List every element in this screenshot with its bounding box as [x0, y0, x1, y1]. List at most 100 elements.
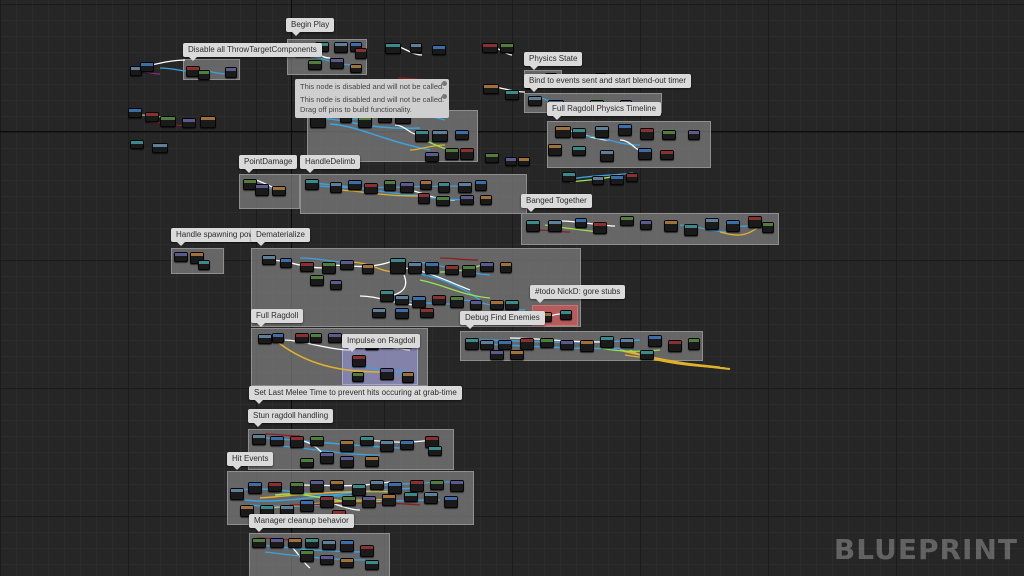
blueprint-node[interactable] [505, 300, 519, 310]
blueprint-node[interactable] [290, 436, 304, 448]
blueprint-node[interactable] [400, 440, 414, 450]
blueprint-node[interactable] [688, 338, 700, 350]
blueprint-node[interactable] [310, 480, 324, 492]
blueprint-node[interactable] [395, 295, 409, 305]
blueprint-node[interactable] [248, 482, 262, 494]
blueprint-node[interactable] [705, 218, 719, 230]
blueprint-node[interactable] [626, 173, 638, 182]
comment-title-manager-cleanup[interactable]: Manager cleanup behavior [249, 514, 354, 532]
blueprint-node[interactable] [548, 144, 562, 156]
blueprint-node[interactable] [408, 262, 422, 274]
blueprint-node[interactable] [290, 482, 304, 494]
blueprint-node[interactable] [480, 262, 494, 272]
blueprint-node[interactable] [198, 70, 210, 80]
blueprint-node[interactable] [520, 338, 534, 350]
blueprint-node[interactable] [762, 222, 774, 233]
blueprint-node[interactable] [330, 182, 342, 193]
blueprint-node[interactable] [352, 372, 364, 382]
blueprint-node[interactable] [300, 500, 314, 512]
comment-title-melee-time[interactable]: Set Last Melee Time to prevent hits occu… [249, 386, 462, 404]
blueprint-node[interactable] [340, 440, 354, 452]
blueprint-node[interactable] [490, 300, 504, 310]
comment-title-disable-throw[interactable]: Disable all ThrowTargetComponents [183, 43, 322, 61]
blueprint-node[interactable] [334, 42, 348, 53]
blueprint-node[interactable] [445, 148, 459, 160]
blueprint-node[interactable] [200, 116, 216, 128]
comment-title-stun-ragdoll[interactable]: Stun ragdoll handling [248, 409, 334, 427]
blueprint-node[interactable] [330, 58, 344, 69]
blueprint-node[interactable] [458, 182, 472, 193]
blueprint-node[interactable] [660, 150, 674, 160]
blueprint-node[interactable] [455, 130, 469, 140]
comment-title-debug-enemies[interactable]: Debug Find Enemies [460, 311, 545, 329]
blueprint-node[interactable] [465, 338, 479, 350]
blueprint-node[interactable] [360, 436, 374, 446]
comment-title-dematerialize[interactable]: Dematerialize [251, 228, 310, 246]
blueprint-node[interactable] [305, 538, 319, 548]
blueprint-node[interactable] [555, 126, 571, 138]
blueprint-node[interactable] [575, 218, 587, 228]
blueprint-node[interactable] [300, 262, 314, 272]
blueprint-node[interactable] [412, 296, 426, 308]
blueprint-node[interactable] [322, 540, 336, 550]
blueprint-node[interactable] [128, 108, 142, 118]
blueprint-node[interactable] [483, 84, 499, 94]
blueprint-node[interactable] [340, 260, 354, 270]
blueprint-node[interactable] [432, 130, 448, 142]
blueprint-node[interactable] [160, 116, 176, 127]
blueprint-node[interactable] [664, 220, 678, 232]
comment-box-handle-delimb[interactable] [300, 174, 527, 214]
blueprint-node[interactable] [480, 195, 492, 205]
blueprint-node[interactable] [505, 90, 519, 100]
blueprint-node[interactable] [505, 157, 517, 166]
blueprint-node[interactable] [320, 496, 334, 508]
blueprint-node[interactable] [425, 152, 439, 162]
blueprint-node[interactable] [262, 255, 276, 265]
blueprint-node[interactable] [360, 545, 374, 557]
blueprint-node[interactable] [640, 128, 654, 140]
blueprint-node[interactable] [365, 456, 379, 467]
blueprint-node[interactable] [620, 338, 634, 348]
blueprint-node[interactable] [726, 220, 740, 232]
blueprint-node[interactable] [364, 183, 378, 194]
blueprint-node[interactable] [348, 180, 362, 190]
blueprint-node[interactable] [340, 558, 354, 568]
blueprint-node[interactable] [485, 153, 499, 163]
blueprint-node[interactable] [272, 333, 284, 343]
blueprint-node[interactable] [362, 496, 376, 508]
blueprint-node[interactable] [572, 146, 586, 156]
blueprint-node[interactable] [450, 296, 464, 308]
blueprint-node[interactable] [380, 440, 394, 452]
blueprint-node[interactable] [340, 456, 354, 468]
blueprint-node[interactable] [445, 265, 459, 275]
blueprint-node[interactable] [580, 340, 594, 352]
blueprint-node[interactable] [526, 220, 540, 232]
blueprint-node[interactable] [385, 43, 401, 54]
comment-title-hit-events[interactable]: Hit Events [227, 452, 274, 470]
blueprint-node[interactable] [272, 186, 286, 196]
blueprint-node[interactable] [402, 372, 414, 383]
blueprint-node[interactable] [370, 480, 384, 490]
blueprint-node[interactable] [255, 184, 269, 196]
blueprint-node[interactable] [498, 340, 512, 350]
blueprint-node[interactable] [174, 252, 188, 262]
blueprint-node[interactable] [140, 62, 154, 72]
blueprint-node[interactable] [380, 290, 394, 302]
blueprint-node[interactable] [500, 43, 514, 53]
blueprint-node[interactable] [268, 482, 282, 492]
blueprint-node[interactable] [372, 308, 386, 318]
blueprint-node[interactable] [310, 275, 324, 286]
blueprint-node[interactable] [342, 496, 356, 506]
blueprint-node[interactable] [444, 496, 458, 508]
blueprint-node[interactable] [460, 148, 474, 160]
blueprint-node[interactable] [593, 222, 607, 234]
blueprint-node[interactable] [438, 182, 450, 193]
blueprint-node[interactable] [424, 492, 438, 504]
blueprint-node[interactable] [432, 45, 446, 55]
blueprint-node[interactable] [305, 179, 319, 190]
blueprint-node[interactable] [490, 350, 504, 360]
blueprint-node[interactable] [518, 157, 530, 166]
blueprint-node[interactable] [420, 180, 432, 190]
blueprint-node[interactable] [340, 540, 354, 552]
blueprint-node[interactable] [528, 96, 542, 106]
